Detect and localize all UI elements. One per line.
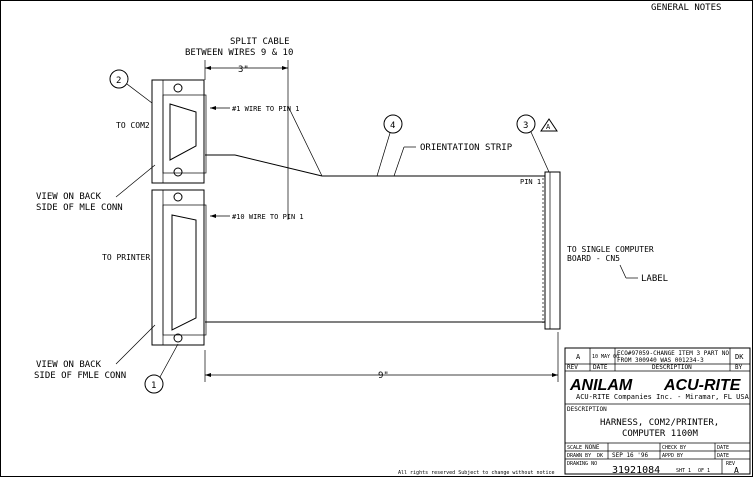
wire10-arrow	[210, 214, 216, 218]
male-connector	[151, 79, 207, 184]
appd-label: APPD BY	[662, 453, 683, 459]
view-female-label-2: SIDE OF FMLE CONN	[34, 371, 126, 381]
rev-label: REV	[726, 461, 735, 467]
label-label: LABEL	[641, 274, 668, 284]
rev-header-rev: REV	[567, 364, 578, 371]
scale-label: SCALE	[567, 445, 582, 451]
label-leader-1	[619, 264, 627, 279]
general-notes-title: GENERAL NOTES	[651, 3, 721, 13]
dim9-arrow-left	[205, 373, 211, 377]
dim-arrow-left	[205, 66, 211, 70]
appd-date-label: DATE	[717, 453, 729, 459]
callout-3: 3	[523, 121, 528, 131]
title-block	[564, 347, 751, 475]
cable-com2-segment-2	[234, 154, 323, 177]
drawing-no-label: DRAWING NO	[567, 461, 597, 467]
view-male-leader	[115, 164, 156, 198]
orientation-strip-label: ORIENTATION STRIP	[420, 143, 513, 153]
view-male-label-1: VIEW ON BACK	[36, 192, 102, 202]
rev-row-rev: A	[576, 353, 581, 361]
callout-4-leader	[376, 132, 391, 177]
rev-header-date: DATE	[593, 364, 608, 371]
callout-3-leader	[530, 131, 550, 173]
rev-value: A	[734, 466, 739, 475]
company-logo-acurite: ACU-RITE	[663, 377, 742, 394]
split-cable-label-2: BETWEEN WIRES 9 & 10	[185, 48, 293, 58]
dim-3in-label: 3"	[238, 65, 249, 75]
of-label: OF 1	[698, 468, 710, 474]
split-cable-label-1: SPLIT CABLE	[230, 37, 290, 47]
wire10-label: #10 WIRE TO PIN 1	[232, 213, 304, 221]
company-subtitle: ACU-RITE Companies Inc. - Miramar, FL US…	[576, 393, 750, 401]
description-line-1: HARNESS, COM2/PRINTER,	[600, 418, 719, 428]
dim9-arrow-right	[552, 373, 558, 377]
scale-value: NONE	[585, 444, 600, 451]
view-female-label-1: VIEW ON BACK	[36, 360, 102, 370]
check-date-label: DATE	[717, 445, 729, 451]
dim-arrow-right	[282, 66, 288, 70]
description-line-2: COMPUTER 1100M	[622, 429, 698, 439]
revision-triangle	[540, 118, 558, 132]
view-female-leader	[115, 324, 156, 365]
rev-row-date: 10 MAY 00	[592, 354, 619, 360]
callout-4: 4	[390, 121, 395, 131]
callout-1: 1	[151, 381, 156, 391]
wire1-arrow	[210, 106, 216, 110]
rev-header-desc: DESCRIPTION	[652, 364, 692, 371]
orientation-leader-2	[393, 146, 405, 177]
sheet-label: SHT 1	[676, 468, 691, 474]
callout-2-circle	[109, 69, 129, 89]
split-cable-line	[287, 105, 323, 177]
rev-row-by: DK	[735, 353, 744, 361]
check-label: CHECK BY	[662, 445, 686, 451]
to-printer-label: TO PRINTER	[102, 253, 150, 262]
callout-4-circle	[383, 114, 403, 134]
drawn-value: DK	[597, 453, 603, 459]
company-logo-anilam: ANILAM	[569, 377, 633, 394]
to-single-label-1: TO SINGLE COMPUTER	[567, 245, 654, 254]
description-label: DESCRIPTION	[567, 406, 607, 413]
board-connector	[542, 171, 561, 330]
wire1-label: #1 WIRE TO PIN 1	[232, 105, 299, 113]
callout-2-leader	[126, 83, 153, 104]
drawn-date: SEP 16 '96	[612, 452, 649, 459]
callout-3-circle	[516, 114, 536, 134]
rev-header-by: BY	[735, 364, 743, 371]
drawing-number: 31921084	[612, 465, 660, 476]
copyright-note: All rights reserved Subject to change wi…	[398, 470, 555, 476]
dim-9in-label: 9"	[378, 371, 389, 381]
revision-triangle-label: A	[546, 123, 551, 131]
callout-1-leader	[159, 343, 179, 378]
rev-row-desc-1: ECO#97059-CHANGE ITEM 3 PART NO	[617, 350, 729, 357]
to-single-label-2: BOARD - CN5	[567, 254, 620, 263]
to-com2-label: TO COM2	[116, 121, 150, 130]
rev-row-desc-2: FROM 300940 WAS 001234-3	[617, 357, 704, 364]
callout-1-circle	[144, 374, 164, 394]
callout-2: 2	[116, 76, 121, 86]
drawn-label: DRAWN BY	[567, 453, 591, 459]
pin1-label: PIN 1	[520, 178, 541, 186]
view-male-label-2: SIDE OF MLE CONN	[36, 203, 123, 213]
female-connector	[151, 189, 207, 346]
